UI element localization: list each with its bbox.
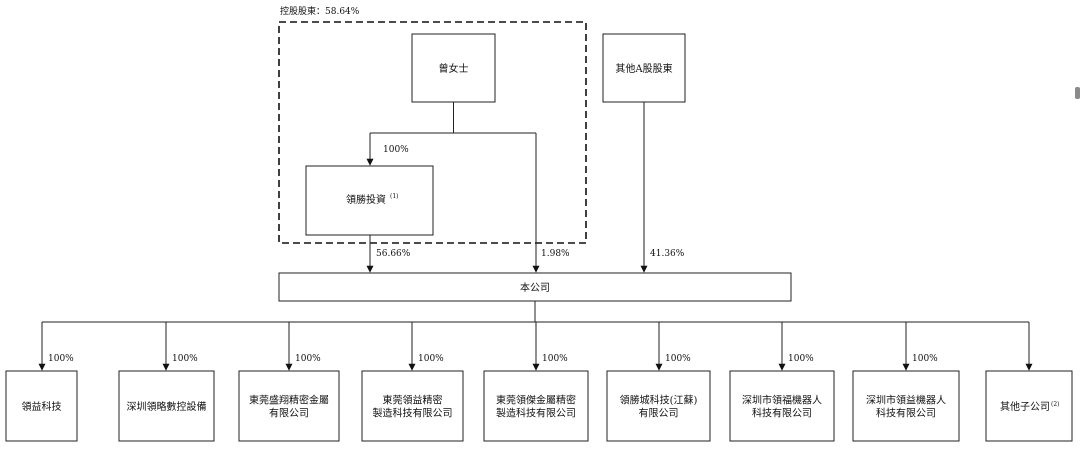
subsidiary-node: 100% 領益科技	[5, 322, 78, 442]
pct-other-to-company: 41.36%	[650, 249, 685, 259]
controlling-shareholder-label: 控股股東：58.64%	[280, 5, 360, 17]
subsidiary-name-line: 東莞盛翔精密金屬	[249, 394, 329, 407]
subsidiary-name-line: 領勝城科技(江蘇)	[620, 394, 698, 407]
subsidiary-box	[238, 370, 340, 442]
subsidiary-ownership-pct: 100%	[665, 354, 691, 364]
node-zeng: 曾女士	[411, 33, 496, 103]
subsidiary-name-line: 領益科技	[22, 400, 62, 413]
pct-lingsheng-to-company: 56.66%	[376, 249, 411, 259]
subsidiary-ownership-pct: 100%	[172, 354, 198, 364]
node-other-a-shareholders: 其他A股股東	[602, 33, 686, 103]
subsidiary-name-line: 東莞領傑金屬精密	[496, 394, 576, 407]
subsidiary-box	[361, 370, 464, 442]
subsidiary-ownership-pct: 100%	[788, 354, 814, 364]
scrollbar-thumb[interactable]	[1075, 87, 1080, 99]
subsidiary-name-line: 有限公司	[639, 407, 679, 420]
subsidiary-name-line: 深圳市領福機器人	[742, 394, 822, 407]
subsidiary-ownership-pct: 100%	[48, 354, 74, 364]
subsidiary-name-line: 深圳領略數控設備	[127, 400, 207, 413]
subsidiary-box	[483, 370, 589, 442]
node-other-a-label: 其他A股股東	[615, 62, 672, 75]
subsidiary-ownership-pct: 100%	[542, 354, 568, 364]
node-company-label: 本公司	[520, 281, 550, 294]
node-zeng-label: 曾女士	[439, 62, 469, 75]
subsidiary-name-line: 科技有限公司	[752, 407, 812, 420]
subsidiary-node: 其他子公司(2)	[985, 322, 1073, 442]
subsidiary-ownership-pct: 100%	[295, 354, 321, 364]
subsidiary-box	[5, 370, 78, 442]
subsidiary-name-line: 科技有限公司	[876, 407, 936, 420]
subsidiary-name-line: 其他子公司	[1000, 400, 1050, 413]
subsidiary-box	[985, 370, 1073, 442]
pct-zeng-to-lingsheng: 100%	[383, 145, 409, 155]
subsidiary-name-line: 製造科技有限公司	[373, 407, 453, 420]
subsidiary-box	[118, 370, 215, 442]
subsidiary-footnote: (2)	[1051, 401, 1060, 408]
subsidiary-name-line: 有限公司	[269, 407, 309, 420]
subsidiary-name-line: 深圳市領益機器人	[866, 394, 946, 407]
node-lingsheng-label: 領勝投資	[346, 193, 386, 206]
node-lingsheng-investment: 領勝投資 (1)	[305, 165, 434, 236]
subsidiary-ownership-pct: 100%	[912, 354, 938, 364]
subsidiary-box	[606, 370, 711, 442]
node-company: 本公司	[278, 272, 792, 302]
subsidiary-node: 100% 深圳領略數控設備	[118, 322, 215, 442]
subsidiary-box	[852, 370, 960, 442]
subsidiary-ownership-pct: 100%	[418, 354, 444, 364]
subsidiary-name-line: 製造科技有限公司	[496, 407, 576, 420]
subsidiary-name-line: 東莞領益精密	[383, 394, 443, 407]
subsidiary-box	[729, 370, 835, 442]
node-lingsheng-footnote: (1)	[390, 193, 399, 200]
subsidiary-node: 100% 領勝城科技(江蘇)有限公司	[606, 322, 711, 442]
pct-zeng-to-company: 1.98%	[541, 249, 570, 259]
subsidiaries-row: 100%領益科技100%深圳領略數控設備100%東莞盛翔精密金屬有限公司100%…	[5, 322, 1073, 442]
